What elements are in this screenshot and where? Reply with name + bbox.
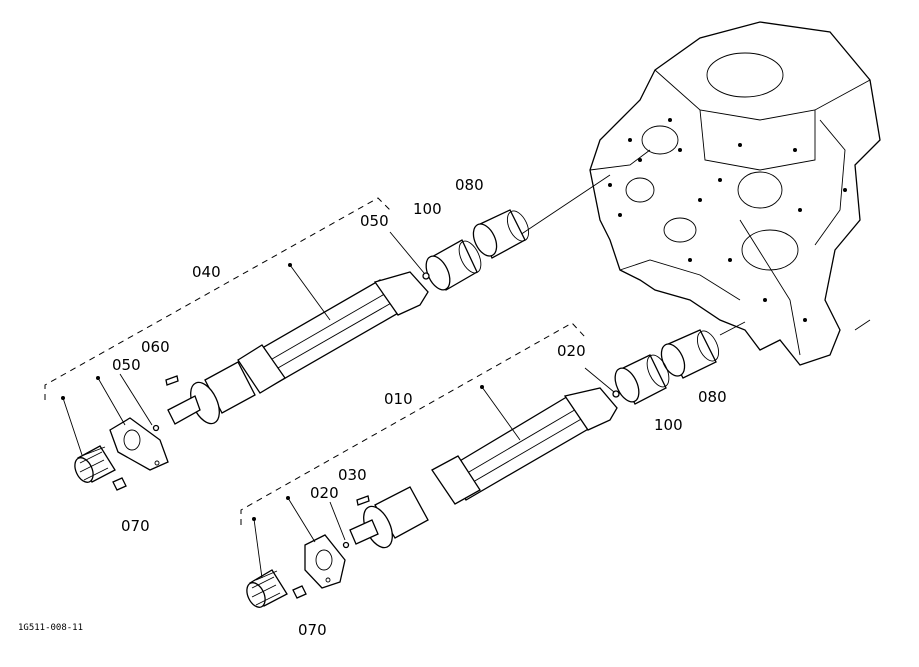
bushing-080-lower — [660, 329, 720, 379]
drawing-code: 1G511-008-11 — [18, 623, 83, 633]
bolt-070-upper — [112, 477, 127, 491]
label-070-lower: 070 — [298, 621, 327, 639]
bushing-080-upper — [472, 209, 530, 259]
label-070-upper: 070 — [121, 517, 150, 535]
pin-050-upper — [422, 272, 430, 280]
shaft-010 — [349, 387, 618, 549]
engine-block — [589, 21, 881, 366]
label-100-upper: 100 — [413, 200, 442, 218]
lower-balancer-shaft-assembly — [240, 321, 746, 608]
bushing-100-upper — [425, 239, 482, 291]
pin-020-upper — [612, 390, 620, 398]
key-030 — [356, 495, 370, 506]
key-060 — [165, 375, 179, 386]
label-080-upper: 080 — [455, 176, 484, 194]
gear-lower — [246, 569, 288, 608]
label-100-lower: 100 — [654, 416, 683, 434]
label-080-lower: 080 — [698, 388, 727, 406]
pin-050-lower — [152, 424, 160, 432]
label-050-upper: 050 — [360, 212, 389, 230]
label-060: 060 — [141, 338, 170, 356]
label-020-lower: 020 — [310, 484, 339, 502]
label-040: 040 — [192, 263, 221, 281]
label-050-lower: 050 — [112, 356, 141, 374]
shaft-040 — [167, 271, 429, 425]
label-020-upper: 020 — [557, 342, 586, 360]
thrust-plate-lower — [304, 534, 346, 589]
bushing-100-lower — [614, 354, 670, 405]
pin-020-lower — [342, 541, 350, 549]
label-010: 010 — [384, 390, 413, 408]
bolt-070-lower — [292, 585, 307, 599]
label-030: 030 — [338, 466, 367, 484]
thrust-plate-upper — [109, 417, 169, 471]
gear-upper — [74, 445, 116, 483]
upper-balancer-shaft-assembly — [44, 174, 611, 491]
